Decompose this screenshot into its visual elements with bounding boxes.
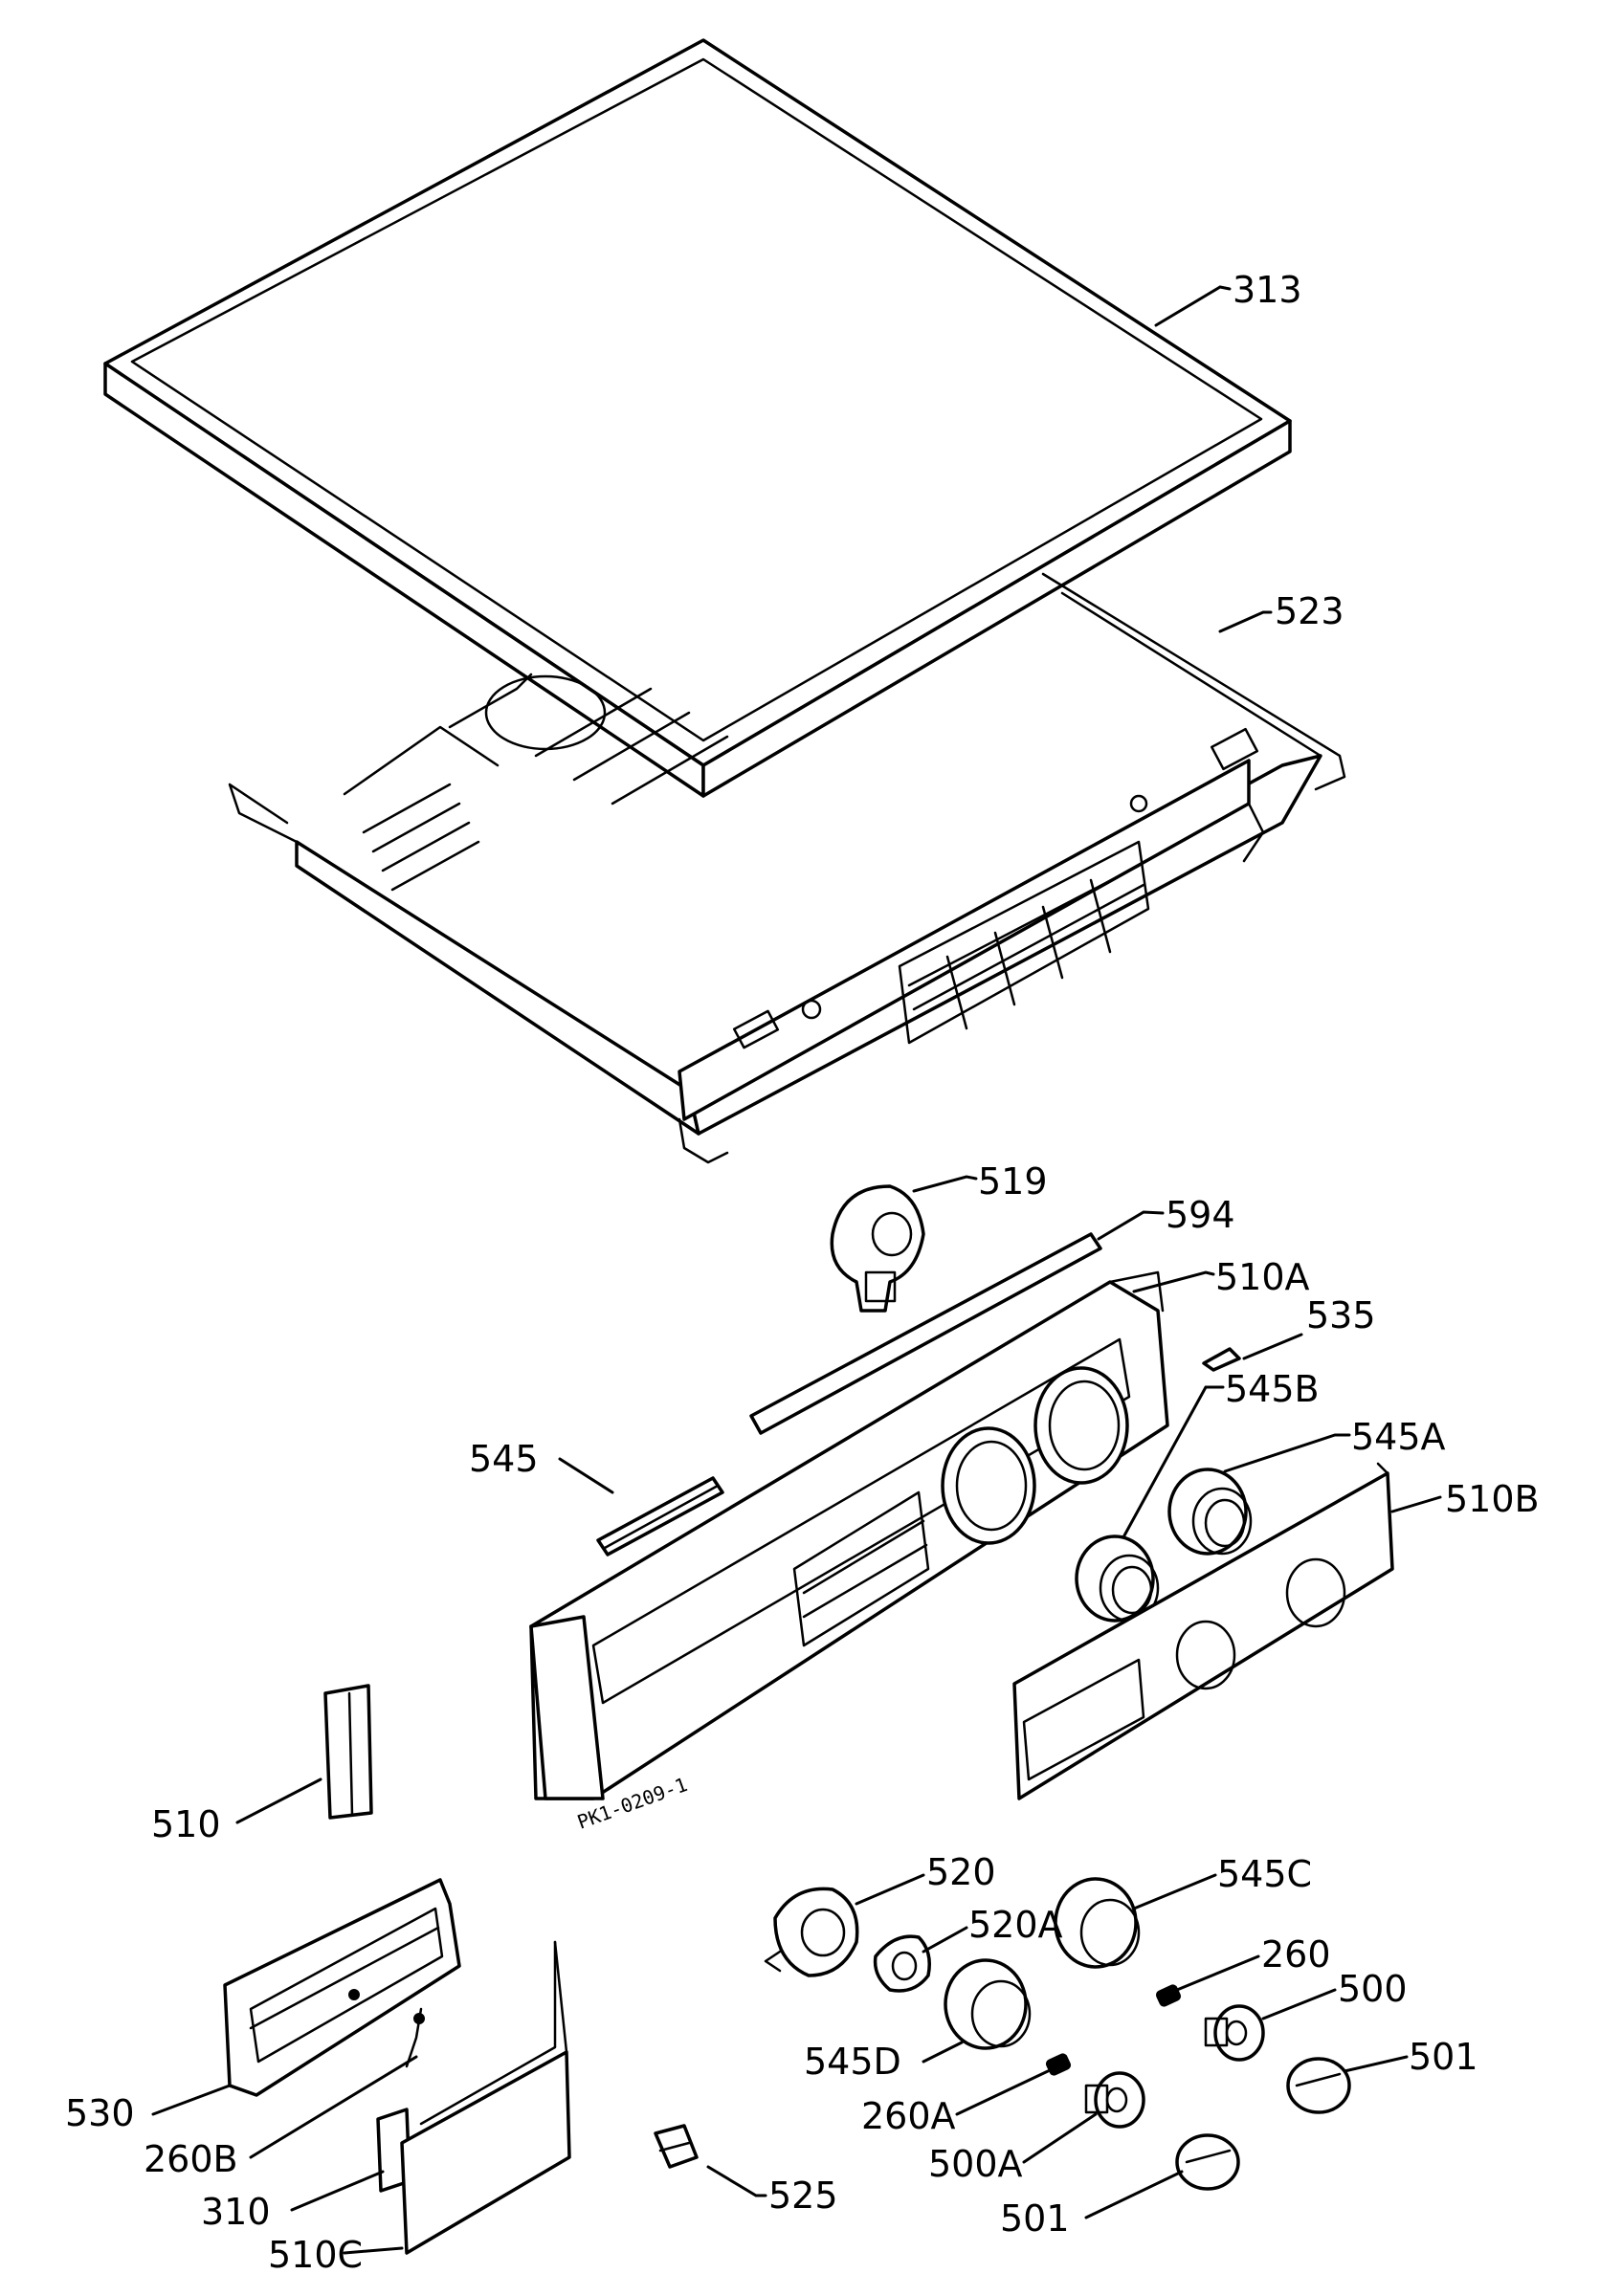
label-594: 594 (1166, 1194, 1235, 1236)
part-545-bar (596, 1476, 724, 1556)
label-501-left: 501 (1000, 2197, 1070, 2240)
part-260-spring (1155, 1984, 1182, 2007)
part-260b-spring (405, 2007, 425, 2068)
part-519-bracket (830, 1184, 925, 1313)
leader-lines (151, 285, 1442, 2255)
label-260b: 260B (144, 2138, 238, 2180)
label-520a: 520A (968, 1904, 1063, 1946)
label-510: 510 (151, 1803, 221, 1845)
part-545c-bezel (1054, 1877, 1141, 1969)
label-523: 523 (1275, 590, 1344, 632)
label-520: 520 (926, 1851, 996, 1893)
label-510b: 510B (1445, 1478, 1540, 1520)
part-260a-spring (1045, 2053, 1072, 2076)
label-519: 519 (978, 1160, 1048, 1203)
label-500a: 500A (928, 2143, 1023, 2185)
label-545: 545 (469, 1438, 539, 1480)
part-510a-control-panel (529, 1270, 1169, 1800)
label-500: 500 (1338, 1968, 1408, 2010)
label-510c: 510C (268, 2234, 363, 2276)
label-260a: 260A (861, 2095, 956, 2137)
part-530-drawer (223, 1878, 461, 2097)
part-500-adapter (1204, 2004, 1265, 2062)
label-530: 530 (65, 2092, 135, 2134)
part-520a-switch (873, 1934, 931, 1993)
part-313-top-panel (103, 38, 1292, 798)
label-545b: 545B (1225, 1368, 1320, 1410)
label-310: 310 (201, 2191, 271, 2233)
label-501-right: 501 (1409, 2036, 1478, 2078)
part-545a-bezel (1167, 1468, 1253, 1556)
part-535-clip (1202, 1347, 1241, 1372)
part-510-bracket (323, 1684, 373, 1820)
part-500a-adapter (1084, 2071, 1145, 2129)
part-510b-fascia (1012, 1462, 1394, 1800)
part-525-plug (654, 2124, 699, 2169)
label-545d: 545D (804, 2041, 901, 2083)
part-labels: 313 523 519 594 510A 535 545B 545A 545 5… (65, 269, 1540, 2276)
label-545c: 545C (1217, 1853, 1312, 1895)
part-520-switch (764, 1887, 859, 1977)
label-510a: 510A (1215, 1256, 1310, 1298)
part-510c-door (400, 1940, 571, 2255)
label-260: 260 (1261, 1933, 1331, 1976)
part-501-knob-right (1286, 2057, 1351, 2114)
label-535: 535 (1306, 1294, 1376, 1336)
label-545a: 545A (1351, 1416, 1446, 1458)
part-501-knob-left (1175, 2133, 1240, 2191)
part-594-rod (749, 1232, 1102, 1435)
part-545d-bezel (944, 1958, 1032, 2050)
label-313: 313 (1233, 269, 1302, 311)
part-523-frame (228, 572, 1346, 1164)
label-525: 525 (768, 2175, 838, 2217)
